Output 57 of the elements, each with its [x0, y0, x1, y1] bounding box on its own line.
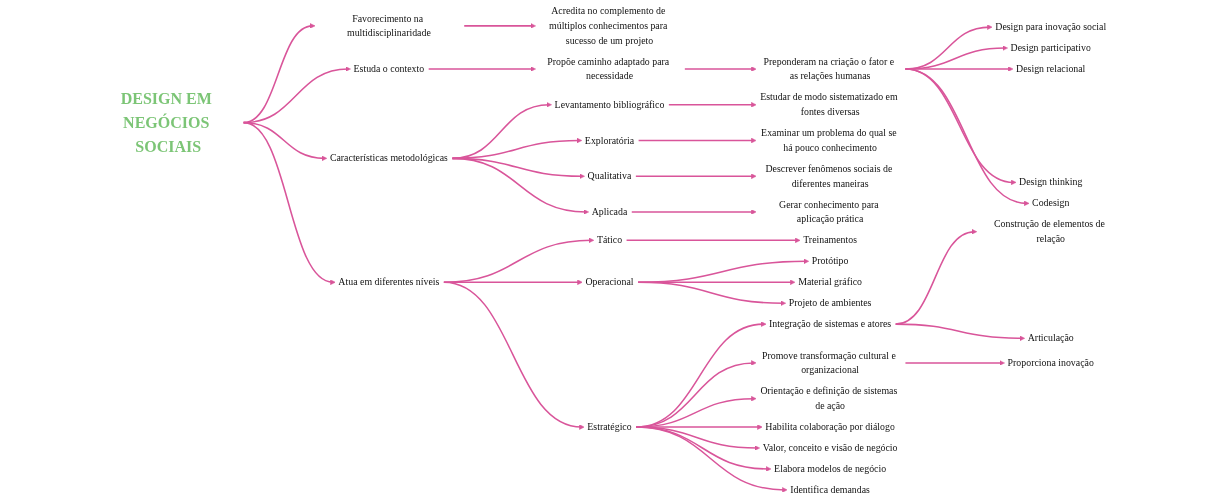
node-text: Integração de sistemas e atores: [769, 318, 892, 330]
node-text: Favorecimento na multidisciplinaridade: [346, 12, 431, 39]
node-text: Preponderam na criação o fator e as relações humanas: [763, 56, 895, 82]
arrow: [668, 102, 757, 108]
node-text: Examinar um problema do qual se há pouco conhecimento: [761, 127, 897, 153]
arrow: [684, 66, 757, 72]
node-text: DESIGN EM NEGÓCIOS SOCIAIS: [120, 89, 212, 156]
arrow: [451, 157, 589, 215]
node-text: Operacional: [585, 276, 634, 288]
node-text: Estudar de modo sistematizado em fontes diversas: [760, 91, 898, 118]
node-text: Propõe caminho adaptado para necessidade: [547, 56, 670, 82]
node-text: Atua em diferentes níveis: [338, 276, 440, 288]
arrow: [443, 237, 595, 283]
arrow: [242, 121, 336, 285]
node-text: Características metodológicas: [329, 152, 448, 164]
node-text: Exploratória: [584, 134, 635, 146]
node-text: Design para inovação social: [995, 21, 1107, 33]
node-text: Valor, conceito e visão de negócio: [762, 442, 898, 453]
node-text: Treinamentos: [803, 234, 858, 246]
arrow: [637, 281, 786, 306]
node-text: Acredita no complemento de múltiplos conhecimentos para sucesso de um projeto: [549, 5, 668, 46]
node-text: Projeto de ambientes: [788, 297, 872, 309]
node-text: Proporciona inovação: [1007, 357, 1094, 368]
node-text: Aplicada: [591, 206, 628, 217]
arrow: [427, 66, 536, 72]
node-text: Qualitativa: [587, 170, 632, 182]
node-text: Design thinking: [1019, 176, 1083, 188]
arrow: [904, 68, 1030, 206]
arrow: [443, 279, 583, 285]
node-text: Design participativo: [1010, 42, 1091, 53]
node-text: Descrever fenômenos sociais de diferentes maneiras: [765, 163, 893, 189]
node-text: Habilita colaboração por diálogo: [765, 421, 895, 432]
arrow: [451, 102, 552, 160]
node-text: Design relacional: [1016, 63, 1086, 74]
node-text: Protótipo: [811, 255, 849, 267]
node-text: Identifica demandas: [790, 484, 870, 495]
arrow: [463, 23, 536, 29]
arrow: [635, 173, 757, 179]
node-text: Articulação: [1027, 332, 1074, 344]
node-text: Estuda o contexto: [353, 63, 425, 74]
node-text: Promove transformação cultural e organizacional: [761, 350, 896, 376]
arrow: [637, 137, 757, 144]
arrow: [904, 360, 1005, 366]
node-text: Tático: [596, 234, 623, 246]
node-text: Elabora modelos de negócio: [774, 463, 887, 474]
node-text: Levantamento bibliográfico: [554, 99, 665, 110]
node-text: Orientação e definição de sistemas de ação: [760, 385, 898, 412]
node-text: Codesign: [1032, 197, 1070, 209]
node-text: Material gráfico: [798, 276, 862, 288]
node-text: Estratégico: [587, 421, 632, 432]
arrow: [625, 237, 801, 244]
arrow: [631, 209, 757, 215]
node-text: Gerar conhecimento para aplicação prática: [779, 199, 879, 225]
arrow: [894, 323, 1025, 341]
arrow: [443, 281, 585, 430]
node-text: Construção de elementos de relação: [994, 218, 1105, 245]
arrow: [635, 426, 788, 493]
